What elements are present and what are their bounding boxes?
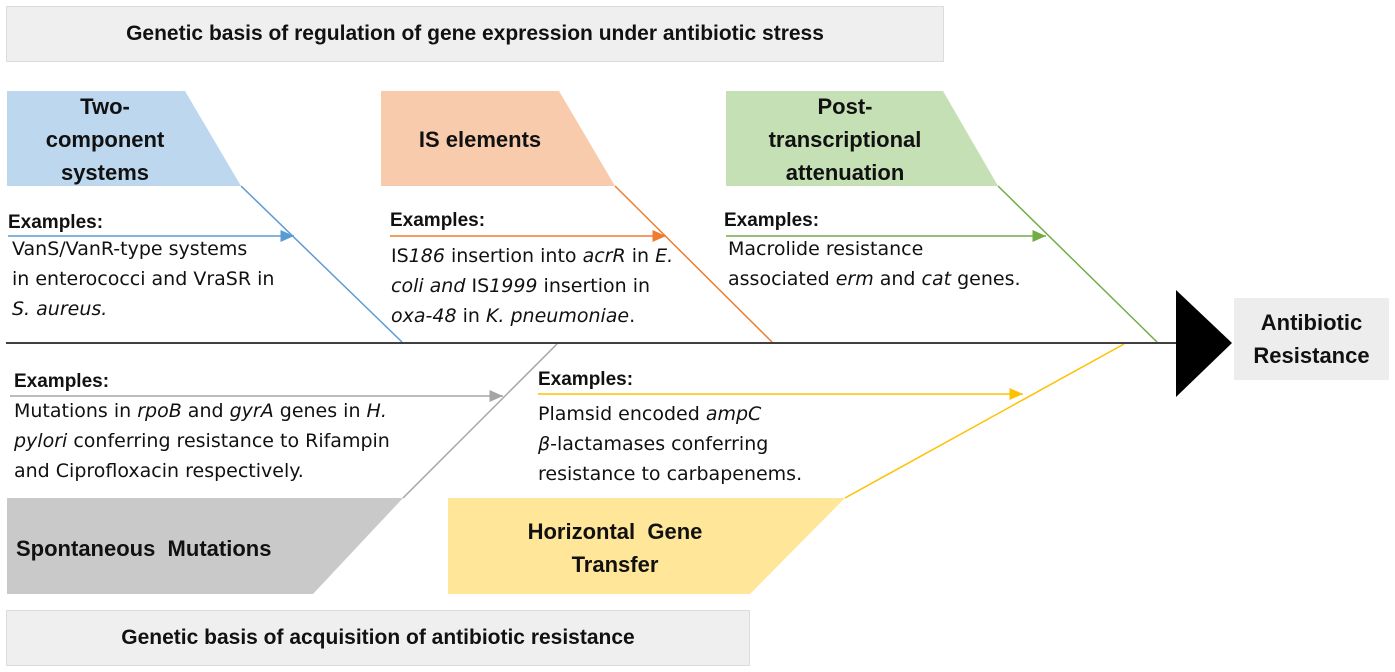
post-transcriptional-examples-text: Macrolide resistance associated erm and c… [728, 234, 1048, 294]
example-text-segment: coli and [391, 275, 466, 297]
example-text-segment: erm [835, 268, 874, 290]
example-text-segment: Mutations in [14, 400, 138, 422]
outcome-line-2: Resistance [1253, 343, 1370, 368]
outcome-line-1: Antibiotic [1260, 310, 1363, 335]
top-category-banner: Genetic basis of regulation of gene expr… [6, 6, 944, 62]
two-component-label: Two- component systems [45, 94, 165, 185]
is-elements-shape [381, 91, 615, 186]
example-text-segment: insertion into [444, 245, 583, 267]
example-line: β-lactamases conferring [538, 429, 838, 459]
example-text-segment: genes. [951, 268, 1021, 290]
bottom-category-banner: Genetic basis of acquisition of antibiot… [6, 610, 750, 666]
example-text-segment: IS [391, 245, 409, 267]
hgt-label: Horizontal Gene Transfer [527, 519, 703, 577]
spontaneous-mutations-examples-text: Mutations in rpoB and gyrA genes in H.py… [14, 396, 434, 486]
example-text-segment: VanS/VanR-type systems [12, 238, 248, 260]
example-line: IS186 insertion into acrR in E. [391, 241, 701, 271]
antibiotic-resistance-outcome: Antibiotic Resistance [1234, 298, 1389, 380]
example-text-segment: 1999 [489, 275, 538, 297]
two-component-examples-text: VanS/VanR-type systems in enterococci and… [12, 234, 312, 324]
two-component-shape [7, 91, 241, 186]
is-elements-label: IS elements [418, 127, 542, 152]
example-text-segment: ampC [705, 403, 762, 425]
spontaneous-mutations-bone [402, 343, 558, 499]
example-text-segment: rpoB [137, 400, 182, 422]
example-text-segment: and Ciprofloxacin respectively. [14, 460, 304, 482]
example-text-segment: insertion in [537, 275, 651, 297]
example-text-segment: conferring resistance to Rifampin [67, 430, 390, 452]
example-line: resistance to carbapenems. [538, 459, 838, 489]
post-transcriptional-bone [997, 185, 1158, 343]
spontaneous-mutations-label: Spontaneous Mutations [16, 536, 272, 561]
spontaneous-mutations-shape [7, 498, 403, 594]
example-text-segment: Plamsid encoded [538, 403, 706, 425]
example-line: VanS/VanR-type systems [12, 234, 312, 264]
spine-arrowhead [1176, 290, 1232, 397]
example-line: Plamsid encoded ampC [538, 399, 838, 429]
example-text-segment: E. [655, 245, 674, 267]
hgt-bone [844, 343, 1125, 499]
post-transcriptional-shape [726, 91, 998, 186]
example-line: in enterococci and VraSR in [12, 264, 312, 294]
example-text-segment: in [456, 305, 486, 327]
hgt-shape [448, 498, 845, 594]
example-text-segment: pylori [14, 430, 68, 452]
is-elements-bone [614, 185, 773, 343]
example-text-segment: associated [728, 268, 836, 290]
example-text-segment: acrR [582, 245, 626, 267]
example-text-segment: IS [465, 275, 490, 297]
example-line: S. aureus. [12, 294, 312, 324]
example-line: associated erm and cat genes. [728, 264, 1048, 294]
two-component-bone [240, 185, 403, 343]
example-line: Mutations in rpoB and gyrA genes in H. [14, 396, 434, 426]
example-text-segment: in enterococci and VraSR in [12, 268, 275, 290]
example-text-segment: 186 [408, 245, 445, 267]
hgt-examples-heading: Examples: [538, 369, 634, 390]
example-text-segment: Macrolide resistance [728, 238, 924, 260]
example-line: oxa-48 in K. pneumoniae. [391, 301, 701, 331]
example-text-segment: in [625, 245, 656, 267]
example-text-segment: and [181, 400, 230, 422]
example-text-segment: and [873, 268, 922, 290]
spontaneous-mutations-examples-heading: Examples: [14, 371, 110, 392]
post-transcriptional-examples-heading: Examples: [724, 210, 820, 231]
is-elements-examples-heading: Examples: [390, 210, 486, 231]
example-line: Macrolide resistance [728, 234, 1048, 264]
example-text-segment: cat [921, 268, 952, 290]
is-elements-examples-text: IS186 insertion into acrR in E.coli and … [391, 241, 701, 331]
example-text-segment: K. pneumoniae [485, 305, 630, 327]
example-text-segment: . [629, 305, 636, 327]
example-text-segment: genes in [273, 400, 367, 422]
two-component-examples-heading: Examples: [8, 212, 104, 233]
example-line: pylori conferring resistance to Rifampin [14, 426, 434, 456]
example-text-segment: -lactamases conferring [550, 433, 769, 455]
example-text-segment: oxa-48 [391, 305, 457, 327]
post-transcriptional-label: Post- transcriptional attenuation [768, 94, 922, 185]
example-text-segment: resistance to carbapenems. [538, 463, 803, 485]
example-line: and Ciprofloxacin respectively. [14, 456, 434, 486]
example-text-segment: S. aureus. [12, 298, 108, 320]
example-text-segment: gyrA [229, 400, 274, 422]
example-text-segment: β [538, 433, 551, 455]
example-line: coli and IS1999 insertion in [391, 271, 701, 301]
example-text-segment: H. [366, 400, 387, 422]
